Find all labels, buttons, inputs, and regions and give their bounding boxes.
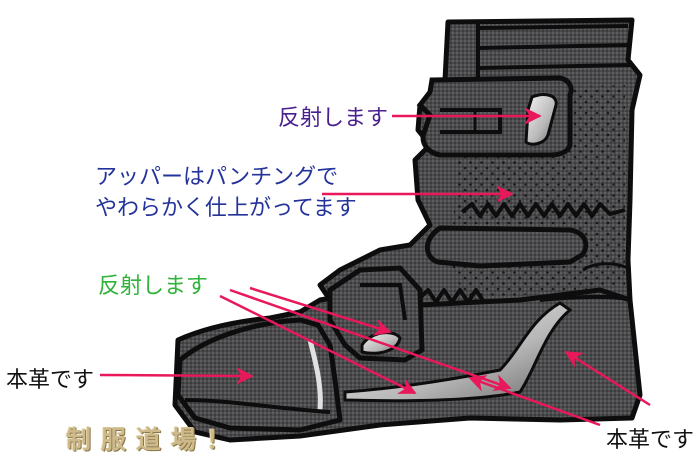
callout-reflector-upper: 反射します [278,106,389,131]
watermark-logo: 制服道場！ [66,425,242,454]
callout-upper-punching: アッパーはパンチングで やわらかく仕上がってます [95,162,357,224]
side-reflective-strip [343,301,573,403]
arrow-lower-reflector-1 [249,286,392,336]
arrow-lower-reflector-2 [229,288,512,392]
callout-upper-punching-line-1: アッパーはパンチングで [95,165,339,190]
callout-reflector-lower: 反射します [98,274,209,299]
arrow-leather-toe [99,367,254,385]
arrow-leather-heel [564,350,651,407]
callout-leather-toe: 本革です [6,368,95,393]
arrow-lower-reflector-3 [219,294,417,395]
callout-upper-punching-line-2: やわらかく仕上がってます [95,196,357,221]
callout-arrows [99,107,651,427]
toe-cap [175,317,343,433]
arrow-leather-side [468,375,601,427]
boot-upper [317,17,643,403]
callout-leather-heel: 本革です [606,428,695,453]
